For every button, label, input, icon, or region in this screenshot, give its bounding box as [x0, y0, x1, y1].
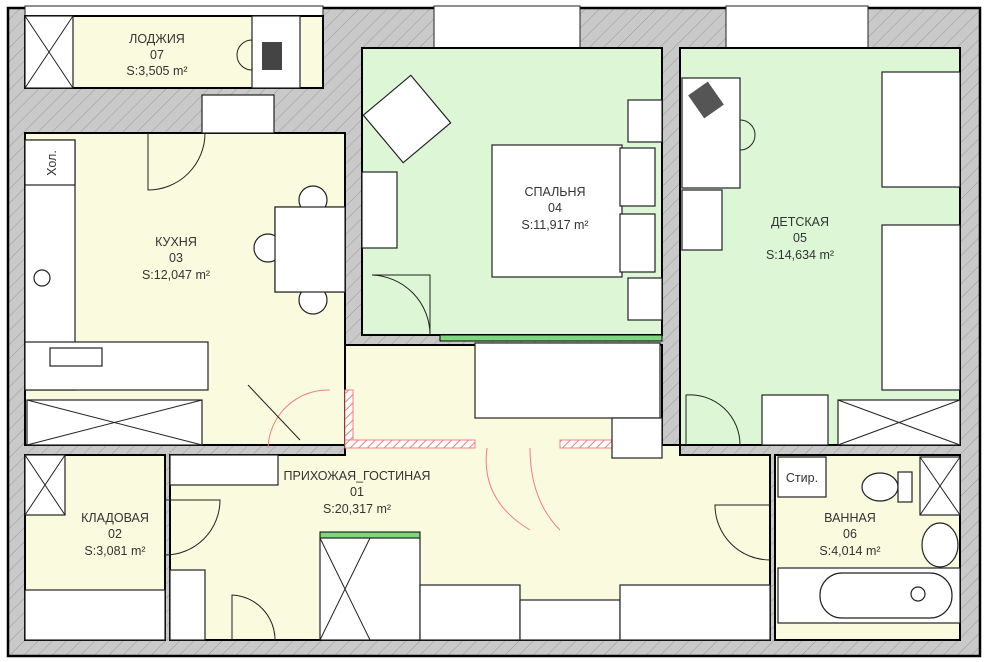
toilet-icon [861, 472, 899, 502]
bedroom-window [433, 5, 581, 49]
chair [236, 39, 253, 71]
room-number: 01 [350, 485, 364, 499]
kitchen-hall-door[interactable] [247, 384, 301, 441]
room-label-kids: ДЕТСКАЯ 05 S:14,634 m² [766, 215, 834, 262]
double-bed [491, 144, 623, 278]
bedroom-door[interactable] [371, 274, 431, 336]
kids-sofa [881, 71, 961, 188]
laptop-icon [262, 42, 282, 70]
room-area: S:11,917 m² [521, 218, 588, 232]
fridge-label: Хол. [45, 150, 59, 176]
side-table [611, 417, 663, 459]
room-number: 02 [108, 527, 122, 541]
entrance-door[interactable] [231, 594, 276, 641]
demolished-wall [344, 389, 354, 441]
armchair [362, 74, 452, 164]
room-name: КЛАДОВАЯ [81, 511, 149, 525]
room-area: S:4,014 m² [819, 544, 880, 558]
room-label-storage: КЛАДОВАЯ 02 S:3,081 m² [81, 511, 149, 558]
demolished-door-arc [485, 447, 561, 531]
kids-bed [881, 224, 961, 391]
storage-rack [24, 589, 166, 641]
room-number: 06 [843, 527, 857, 541]
demolished-wall [344, 439, 476, 449]
sink-icon [49, 347, 103, 367]
room-number: 05 [793, 231, 807, 245]
room-area: S:14,634 m² [766, 248, 834, 262]
room-name: ДЕТСКАЯ [771, 215, 829, 229]
room-name: ЛОДЖИЯ [129, 32, 185, 46]
room-area: S:12,047 m² [142, 268, 210, 282]
fridge [24, 139, 76, 186]
room-area: S:3,505 m² [126, 64, 187, 78]
room-name: ПРИХОЖАЯ_ГОСТИНАЯ [284, 469, 431, 483]
room-label-hall-living: ПРИХОЖАЯ_ГОСТИНАЯ 01 S:20,317 m² [284, 469, 431, 516]
storage-door[interactable] [164, 499, 221, 556]
shelf [681, 189, 723, 251]
bathroom-door[interactable] [714, 504, 771, 561]
room-name: СПАЛЬНЯ [524, 185, 585, 199]
pillow [619, 147, 656, 207]
low-cabinet [519, 599, 621, 641]
shoe-rack [169, 454, 279, 486]
new-partition [319, 531, 421, 539]
room-number: 07 [150, 48, 164, 62]
bathtub-inner [819, 572, 953, 619]
hall-cabinet [619, 584, 771, 641]
loggia-window [24, 5, 324, 17]
tv-stand [419, 584, 521, 641]
radiator [169, 569, 206, 641]
demolished-door-arc [267, 389, 331, 449]
room-name: КУХНЯ [155, 235, 197, 249]
dresser [361, 171, 398, 249]
toy-box [761, 394, 829, 446]
room-name: ВАННАЯ [824, 511, 876, 525]
sink-icon [921, 522, 959, 568]
room-label-bedroom: СПАЛЬНЯ 04 S:11,917 m² [521, 185, 588, 232]
new-partition [439, 334, 663, 342]
kids-door[interactable] [685, 394, 741, 446]
room-area: S:20,317 m² [323, 502, 391, 516]
pillow [619, 213, 656, 273]
stove-icon [33, 269, 51, 287]
washer [777, 456, 827, 498]
room-label-loggia: ЛОДЖИЯ 07 S:3,505 m² [126, 32, 187, 78]
kitchen-door[interactable] [147, 132, 206, 191]
room-label-kitchen: КУХНЯ 03 S:12,047 m² [142, 235, 210, 282]
kids-window [725, 5, 869, 49]
nightstand [627, 277, 663, 321]
room-label-bathroom: ВАННАЯ 06 S:4,014 m² [819, 511, 880, 558]
toilet-tank [897, 471, 913, 503]
room-area: S:3,081 m² [84, 544, 145, 558]
room-number: 04 [548, 201, 562, 215]
laptop-icon [688, 81, 724, 119]
room-number: 03 [169, 251, 183, 265]
chair [739, 119, 756, 151]
drain-icon [910, 586, 926, 602]
sofa [474, 342, 661, 419]
hall-wardrobe [319, 537, 421, 641]
washer-label: Стир. [786, 471, 818, 485]
nightstand [627, 99, 663, 143]
radiator-bench [201, 94, 275, 134]
